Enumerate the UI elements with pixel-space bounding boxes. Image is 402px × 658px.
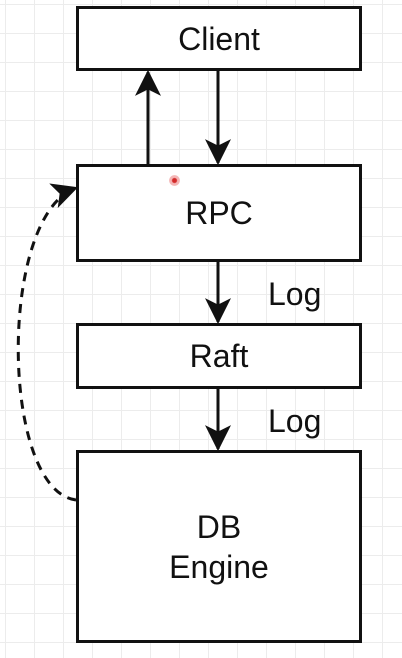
rpc-label: RPC [185,195,253,231]
client-label: Client [178,20,260,57]
raft-label: Raft [189,338,249,374]
rpc-raft-edge-label: Log [268,276,322,312]
db-engine-to-rpc-dashed-arrow [16,183,79,502]
rpc-node: RPC [76,164,362,262]
db-engine-label-line-1: DB [196,508,242,545]
client-node: Client [76,6,362,71]
db-engine-label: DB Engine [169,507,269,587]
raft-node: Raft [76,323,362,389]
raft-db-edge-label: Log [268,403,322,439]
db-engine-node: DB Engine [76,450,362,643]
pointer-cursor-icon [169,175,180,186]
db-engine-label-line-2: Engine [169,548,269,585]
